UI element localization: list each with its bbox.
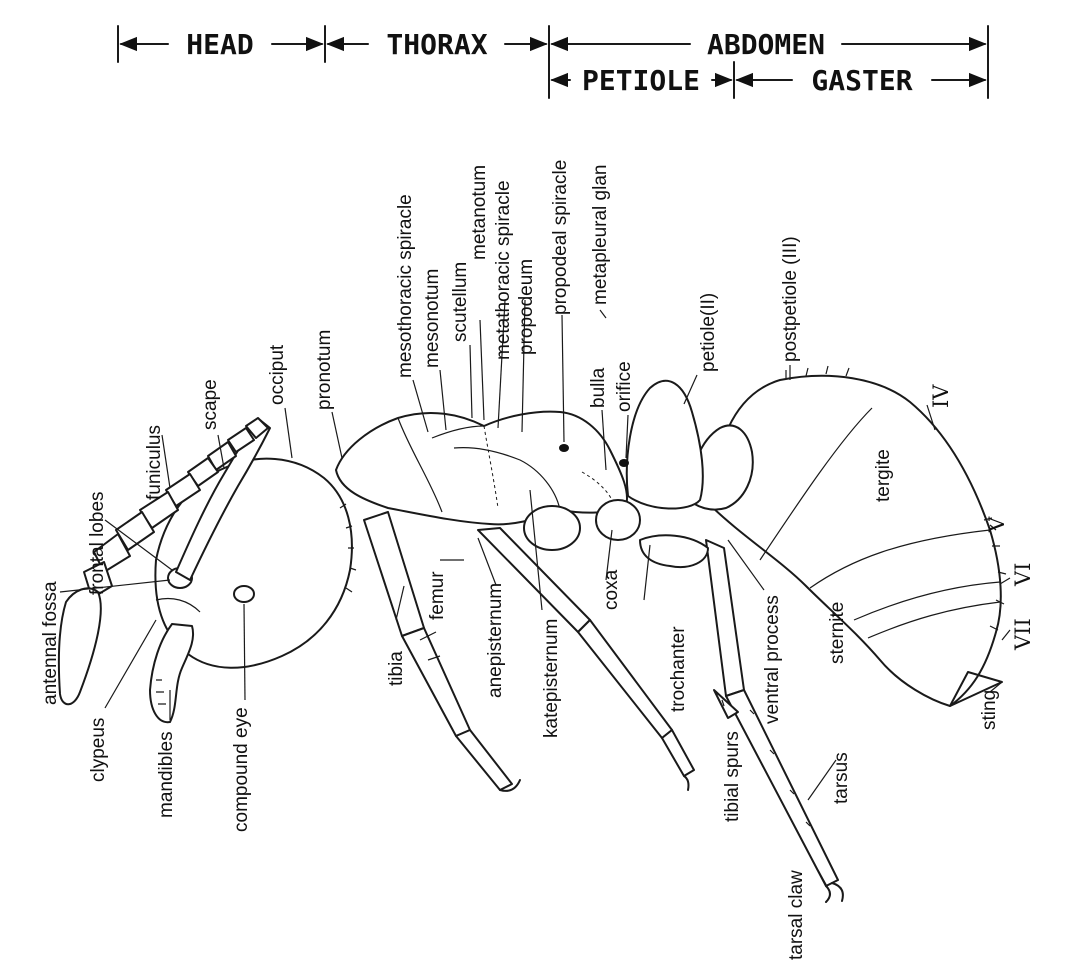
label-tibial-spurs: tibial spurs: [722, 731, 743, 822]
leader-occiput: [285, 408, 292, 458]
petiole-label: PETIOLE: [582, 64, 700, 97]
thorax-label: THORAX: [386, 28, 487, 61]
label-segment-vii: VII: [1011, 618, 1035, 651]
ant-body: [59, 366, 1006, 902]
label-anepisternum: anepisternum: [485, 583, 506, 698]
label-scutellum: scutellum: [450, 262, 471, 342]
label-mesothoracic-spiracle: mesothoracic spiracle: [395, 194, 416, 378]
label-scape: scape: [200, 379, 221, 430]
label-propodeum: propodeum: [516, 259, 537, 355]
label-postpetiole-iii: postpetiole (III): [780, 236, 801, 362]
label-segment-iv: IV: [929, 384, 953, 408]
label-ventral-process: ventral process: [762, 595, 783, 724]
abdomen-label: ABDOMEN: [707, 28, 825, 61]
label-tarsal-claw: tarsal claw: [786, 870, 807, 960]
leader-metapleural-gland: [600, 310, 606, 318]
leader-scutellum: [470, 345, 472, 418]
label-petiole-ii: petiole(II): [698, 293, 719, 372]
label-coxa: coxa: [601, 569, 622, 610]
compound-eye-shape: [234, 586, 254, 602]
label-segment-vi: VI: [1011, 563, 1035, 587]
label-trochanter: trochanter: [668, 626, 689, 712]
label-sternite: sternite: [827, 602, 848, 664]
label-segment-v: V: [985, 516, 1009, 533]
label-metathoracic-spiracle: metathoracic spiracle: [493, 180, 514, 360]
leader-petiole: [684, 375, 697, 404]
label-antennal-fossa: antennal fossa: [40, 581, 61, 705]
label-funiculus: funiculus: [144, 425, 165, 500]
label-sting: sting: [979, 690, 1000, 730]
label-mesonotum: mesonotum: [422, 269, 443, 368]
leader-clypeus: [105, 620, 156, 708]
label-metapleural-gland: metapleural glan: [590, 165, 611, 305]
label-propodeal-spiracle: propodeal spiracle: [550, 160, 571, 315]
mesosoma-shape: [336, 412, 627, 525]
label-tarsus: tarsus: [831, 752, 852, 804]
head-label: HEAD: [186, 28, 253, 61]
mandible-shape: [150, 624, 193, 722]
label-orifice: orifice: [614, 361, 635, 412]
leader-vi: [1000, 578, 1010, 584]
leader-antennal-fossa: [60, 580, 170, 592]
leader-ventral-process: [728, 540, 764, 590]
label-mandibles: mandibles: [156, 731, 177, 818]
leader-vii: [1002, 630, 1010, 640]
label-frontal-lobes: frontal lobes: [87, 491, 108, 595]
propodeal-spiracle-dot: [559, 444, 569, 452]
label-occiput: occiput: [267, 344, 288, 405]
orifice-dot: [619, 459, 629, 467]
label-clypeus: clypeus: [88, 718, 109, 782]
hind-coxa: [596, 500, 640, 540]
leader-metanotum: [480, 320, 484, 420]
petiole-node: [627, 381, 703, 509]
section-brackets: HEAD THORAX ABDOMEN PETIOLE GASTER: [118, 26, 988, 98]
label-bulla: bulla: [588, 367, 609, 408]
label-metanotum: metanotum: [469, 165, 490, 260]
label-tergite: tergite: [873, 449, 894, 502]
label-femur: femur: [427, 571, 448, 620]
middle-leg: [478, 528, 694, 790]
gaster-label: GASTER: [811, 64, 912, 97]
label-tibia: tibia: [386, 651, 407, 686]
leader-pronotum: [332, 412, 342, 458]
label-katepisternum: katepisternum: [541, 619, 562, 738]
label-pronotum: pronotum: [314, 330, 335, 410]
label-compound-eye: compound eye: [231, 707, 252, 832]
trochanter-shape: [640, 535, 708, 567]
